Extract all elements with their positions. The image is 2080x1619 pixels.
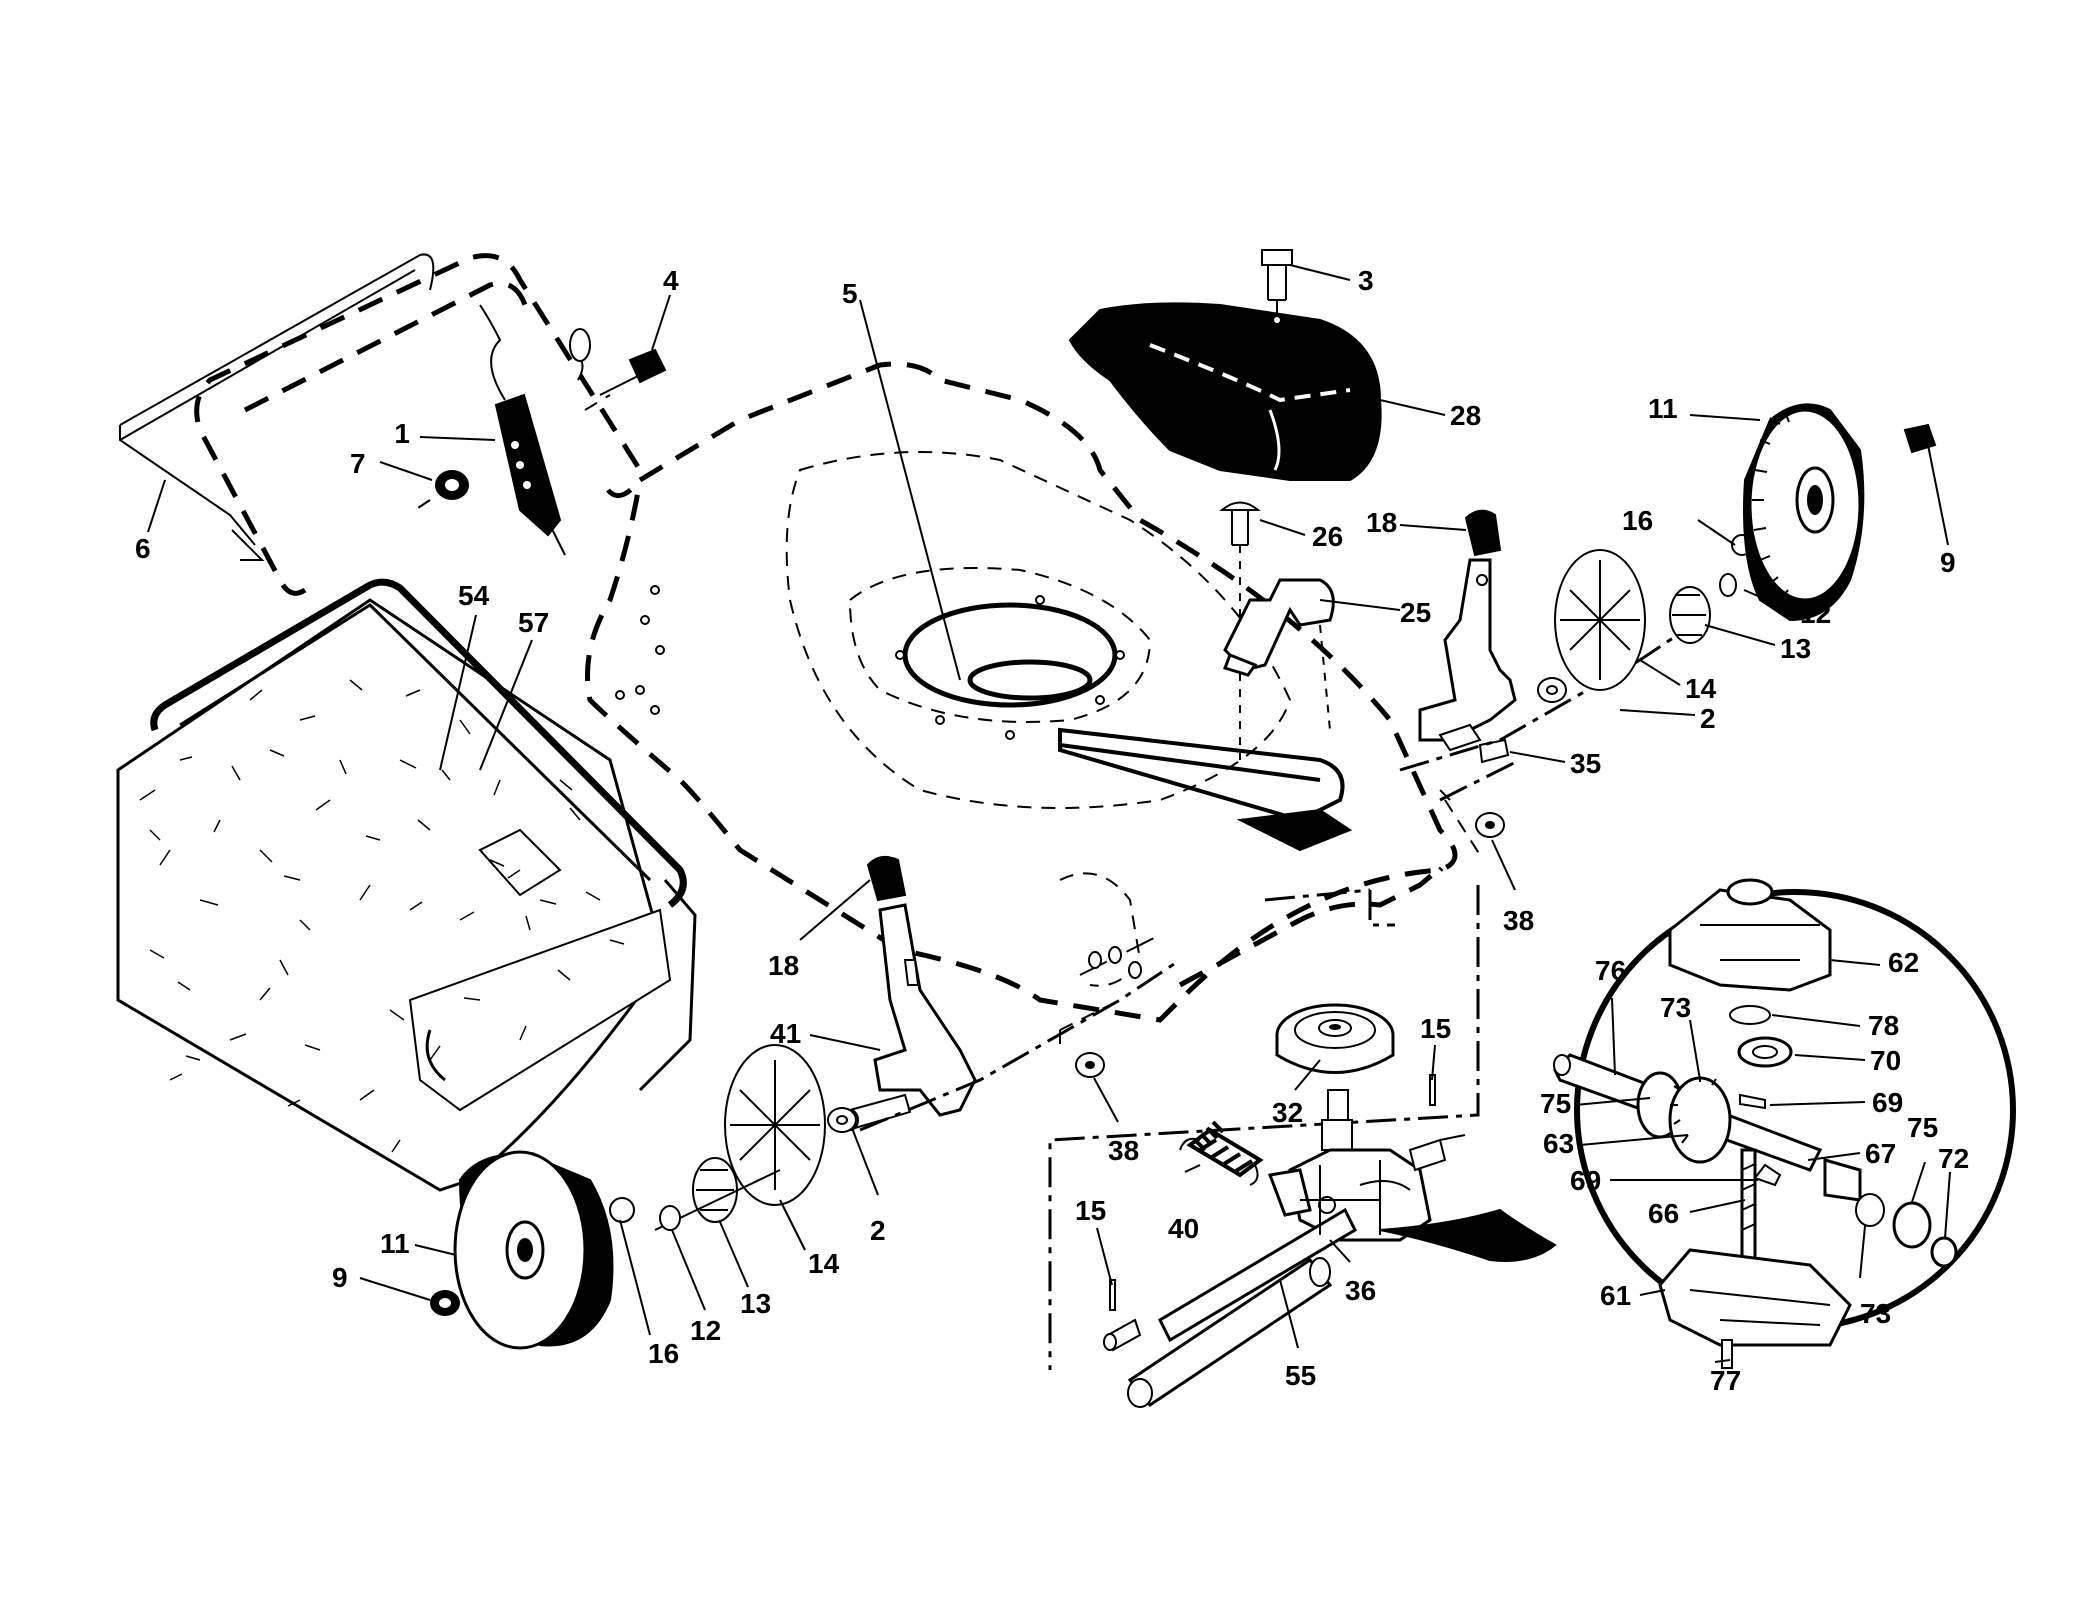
label-9-right: 9: [1940, 547, 1956, 578]
label-40: 40: [1168, 1213, 1199, 1244]
label-66: 66: [1648, 1198, 1679, 1229]
label-75-right: 75: [1907, 1112, 1938, 1143]
hinge-bracket: [1223, 578, 1335, 731]
transmission: [1158, 1074, 1466, 1343]
label-6: 6: [135, 533, 151, 564]
label-69-upper: 69: [1872, 1087, 1903, 1118]
label-55: 55: [1285, 1360, 1316, 1391]
label-32: 32: [1272, 1097, 1303, 1128]
label-57: 57: [518, 607, 549, 638]
label-14-right: 14: [1685, 673, 1717, 704]
handle-knob-nut: [414, 470, 469, 511]
handle-assembly: [119, 253, 643, 596]
label-1: 1: [394, 418, 410, 449]
discharge-cover: [1068, 302, 1382, 481]
nut-38-left: [1059, 999, 1121, 1078]
grass-catcher-bag: [116, 578, 697, 1192]
left-height-adjuster: [841, 855, 1181, 1132]
drive-pulley: [1275, 1003, 1395, 1074]
label-7: 7: [350, 448, 366, 479]
label-73-lower: 73: [1860, 1298, 1891, 1329]
drive-axle: [1103, 1257, 1333, 1408]
label-72: 72: [1938, 1143, 1969, 1174]
label-69-lower: 69: [1570, 1165, 1601, 1196]
label-18-left: 18: [768, 950, 799, 981]
gearbox-internals: [1553, 878, 1958, 1369]
label-5: 5: [842, 278, 858, 309]
label-28: 28: [1450, 400, 1481, 431]
label-9-left: 9: [332, 1262, 348, 1293]
label-38-left: 38: [1108, 1135, 1139, 1166]
label-4: 4: [663, 265, 679, 296]
drive-spring: [1179, 1120, 1264, 1186]
cover-bolt: [1261, 249, 1293, 325]
label-16-left: 16: [648, 1338, 679, 1369]
label-14-left: 14: [808, 1248, 840, 1279]
label-15-lower: 15: [1075, 1195, 1106, 1226]
label-36: 36: [1345, 1275, 1376, 1306]
callout-labels: 1 2 2 3 4 5 6 7 9 9 11 11 12 12 13 13 14…: [135, 265, 1969, 1396]
left-wheel-assembly: [430, 1044, 857, 1350]
deflector-rod: [859, 299, 961, 681]
label-2-left: 2: [870, 1215, 886, 1246]
label-13-right: 13: [1780, 633, 1811, 664]
label-11-right: 11: [1648, 393, 1678, 424]
handle-bolt: [584, 348, 667, 411]
label-3: 3: [1358, 265, 1374, 296]
right-wheel-assembly: [1537, 403, 1937, 703]
label-78: 78: [1868, 1010, 1899, 1041]
label-26: 26: [1312, 521, 1343, 552]
label-2-right: 2: [1700, 703, 1716, 734]
label-38-right: 38: [1503, 905, 1534, 936]
label-12-left: 12: [690, 1315, 721, 1346]
label-61: 61: [1600, 1280, 1631, 1311]
label-18-right: 18: [1366, 507, 1397, 538]
label-63: 63: [1543, 1128, 1574, 1159]
label-41: 41: [770, 1018, 801, 1049]
label-16-right: 16: [1622, 505, 1653, 536]
label-62: 62: [1888, 947, 1919, 978]
mower-deck: [585, 361, 1458, 1023]
label-54: 54: [458, 580, 490, 611]
label-77: 77: [1710, 1365, 1741, 1396]
label-12-right: 12: [1800, 598, 1831, 629]
label-76: 76: [1595, 955, 1626, 986]
drive-phantom-outline: [1048, 885, 1480, 1370]
label-35: 35: [1570, 748, 1601, 779]
nut-38-right: [1475, 812, 1505, 838]
label-75-left: 75: [1540, 1088, 1571, 1119]
label-70: 70: [1870, 1045, 1901, 1076]
leader-lines: [147, 264, 1951, 1363]
label-11-left: 11: [380, 1228, 410, 1259]
label-15-upper: 15: [1420, 1013, 1451, 1044]
label-73-upper: 73: [1660, 992, 1691, 1023]
label-67: 67: [1865, 1138, 1896, 1169]
label-13-left: 13: [740, 1288, 771, 1319]
right-height-adjuster: [1399, 509, 1701, 856]
cable-control-lever: [479, 304, 566, 556]
label-25: 25: [1400, 597, 1431, 628]
bracket-screw: [1219, 501, 1261, 760]
